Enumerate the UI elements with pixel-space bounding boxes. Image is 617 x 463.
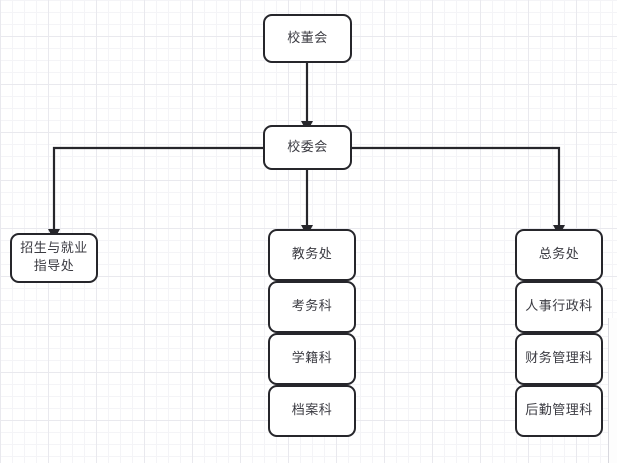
node-examination-section[interactable]: 考务科 [268,281,356,333]
node-label: 校董会 [287,30,328,46]
node-label: 后勤管理科 [525,403,593,419]
node-archives-section[interactable]: 档案科 [268,385,356,437]
node-academic-affairs-office[interactable]: 教务处 [268,229,356,281]
node-label: 招生与就业 指导处 [20,241,88,274]
canvas-right-edge [608,318,609,463]
node-personnel-administration-section[interactable]: 人事行政科 [515,281,603,333]
node-financial-management-section[interactable]: 财务管理科 [515,333,603,385]
node-logistics-management-section[interactable]: 后勤管理科 [515,385,603,437]
node-label: 档案科 [291,403,333,419]
node-label: 考务科 [291,299,333,315]
canvas-right-panel [609,318,617,463]
node-committee[interactable]: 校委会 [263,125,352,170]
node-label: 财务管理科 [525,351,593,367]
node-board[interactable]: 校董会 [263,14,352,63]
node-admissions-employment-office[interactable]: 招生与就业 指导处 [10,233,98,283]
node-label: 人事行政科 [525,299,593,315]
node-label: 校委会 [287,139,328,155]
connector-committee-to-general [350,146,561,227]
node-student-registry-section[interactable]: 学籍科 [268,333,356,385]
connector-committee-to-admissions [52,146,265,231]
node-label: 教务处 [291,247,333,263]
node-general-affairs-office[interactable]: 总务处 [515,229,603,281]
node-label: 总务处 [538,247,580,263]
node-label: 学籍科 [291,351,333,367]
